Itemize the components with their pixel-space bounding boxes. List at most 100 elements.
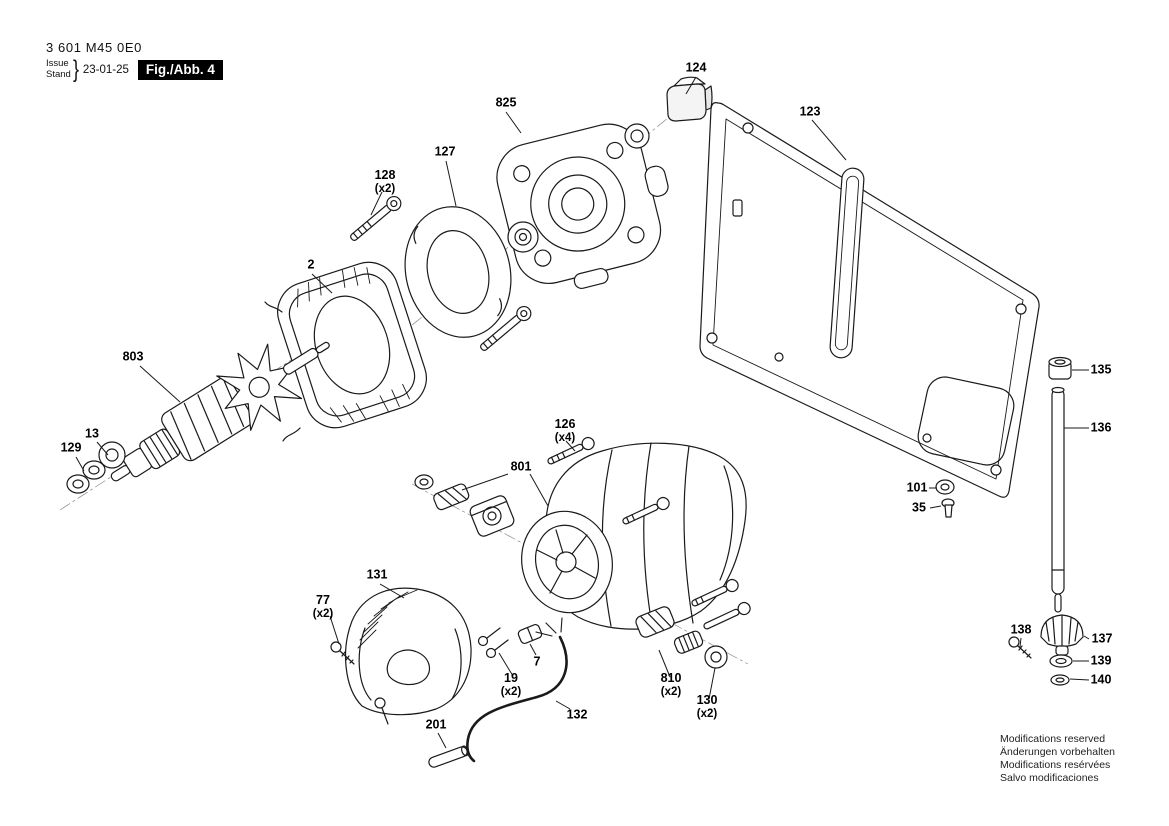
screws-19-drawing: [477, 627, 509, 659]
bevel-gear-137-drawing: [1040, 614, 1084, 656]
part-number: 810: [660, 671, 682, 686]
coupling-810-drawing: [635, 606, 704, 654]
part-label-35: 35: [912, 501, 926, 515]
part-quantity: (x2): [312, 607, 334, 620]
part-label-130: 130(x2): [696, 693, 718, 720]
screw-77-drawing: [330, 641, 355, 665]
part-number: 124: [685, 60, 707, 75]
issue-label: Issue: [46, 58, 69, 70]
part-label-131: 131: [367, 568, 388, 582]
part-label-136: 136: [1091, 421, 1112, 435]
part-label-201: 201: [426, 718, 447, 732]
figure-label: Fig./Abb. 4: [137, 60, 223, 80]
part-quantity: (x2): [696, 707, 718, 720]
part-label-132: 132: [567, 708, 588, 722]
part-label-825: 825: [496, 96, 517, 110]
part-number: 140: [1090, 672, 1112, 687]
part-label-101: 101: [907, 481, 928, 495]
part-label-2: 2: [308, 258, 315, 272]
part-number: 801: [510, 459, 532, 474]
part-number: 127: [434, 144, 456, 159]
part-number: 126: [554, 417, 576, 432]
bearing-lower-drawing: [507, 221, 539, 253]
part-label-124: 124: [686, 61, 707, 75]
leader-lines: [75, 76, 1090, 749]
part-label-126: 126(x4): [554, 417, 576, 444]
part-label-138: 138: [1011, 623, 1032, 637]
part-number: 123: [799, 104, 821, 119]
bearing-bracket-825-drawing: [496, 123, 669, 290]
part-quantity: (x2): [500, 685, 522, 698]
deflector-ring-127-drawing: [404, 206, 512, 338]
part-label-128: 128(x2): [374, 168, 396, 195]
screw-128a-drawing: [350, 195, 402, 241]
armature-803-drawing: [110, 341, 330, 482]
part-label-137: 137: [1092, 632, 1113, 646]
part-number: 7: [533, 654, 541, 669]
washer-139-drawing: [1049, 654, 1073, 668]
screw-126c-drawing: [691, 578, 739, 607]
bearing-13-drawing: [98, 441, 126, 469]
part-number: 136: [1090, 420, 1112, 435]
part-label-140: 140: [1091, 673, 1112, 687]
part-quantity: (x2): [660, 685, 682, 698]
screw-128b-drawing: [480, 305, 532, 351]
part-number-heading: 3 601 M45 0E0: [46, 40, 142, 55]
title-block: 3 601 M45 0E0 Issue Stand } 23-01-25 Fig…: [46, 40, 223, 84]
part-label-123: 123: [800, 105, 821, 119]
block-124-drawing: [666, 76, 713, 122]
rod-201-drawing: [428, 745, 469, 768]
brush-assembly-801-drawing: [414, 474, 515, 537]
modifications-note: Modifications reserved Änderungen vorbeh…: [1000, 733, 1115, 785]
part-number: 129: [60, 440, 82, 455]
note-line-fr: Modifications resérvées: [1000, 759, 1111, 772]
screw-35-drawing: [941, 498, 955, 518]
issue-date: 23-01-25: [82, 64, 129, 76]
part-7-drawing: [517, 623, 543, 645]
base-plate-123-drawing: [699, 102, 1040, 498]
part-number: 803: [122, 349, 144, 364]
part-number: 201: [425, 717, 447, 732]
coil-wires-drawing: [264, 301, 301, 442]
washer-101-drawing: [935, 479, 955, 495]
part-quantity: (x2): [374, 182, 396, 195]
part-label-129: 129: [61, 441, 82, 455]
brace-glyph: }: [72, 56, 79, 83]
part-number: 138: [1010, 622, 1032, 637]
washer-140-drawing: [1050, 674, 1070, 686]
motor-cover-131-drawing: [344, 587, 472, 716]
screw-126b-drawing: [622, 496, 670, 525]
part-label-127: 127: [435, 145, 456, 159]
note-line-es: Salvo modificaciones: [1000, 772, 1099, 785]
part-label-810: 810(x2): [660, 671, 682, 698]
part-number: 130: [696, 693, 718, 708]
part-label-135: 135: [1091, 363, 1112, 377]
part-number: 77: [316, 593, 330, 608]
part-label-7: 7: [534, 655, 541, 669]
part-number: 13: [85, 426, 99, 441]
part-label-13: 13: [85, 427, 99, 441]
part-number: 128: [374, 168, 396, 183]
part-number: 131: [366, 567, 388, 582]
part-number: 825: [495, 95, 517, 110]
sleeve-135-drawing: [1048, 356, 1072, 380]
part-number: 19: [504, 671, 518, 686]
screw-126a-drawing: [547, 436, 595, 465]
part-number: 139: [1090, 653, 1112, 668]
part-number: 2: [307, 257, 315, 272]
field-coil-2-drawing: [277, 261, 427, 429]
part-number: 135: [1090, 362, 1112, 377]
stand-label: Stand: [46, 69, 71, 80]
part-label-801: 801: [511, 460, 532, 474]
note-line-en: Modifications reserved: [1000, 733, 1106, 745]
bearing-upper-drawing: [624, 123, 650, 149]
washer-130-drawing: [704, 645, 728, 669]
part-number: 35: [912, 500, 926, 515]
shaft-136-drawing: [1051, 386, 1065, 613]
part-label-803: 803: [123, 350, 144, 364]
washers-129-drawing: [66, 460, 106, 494]
part-label-139: 139: [1091, 654, 1112, 668]
part-label-77: 77(x2): [312, 593, 334, 620]
